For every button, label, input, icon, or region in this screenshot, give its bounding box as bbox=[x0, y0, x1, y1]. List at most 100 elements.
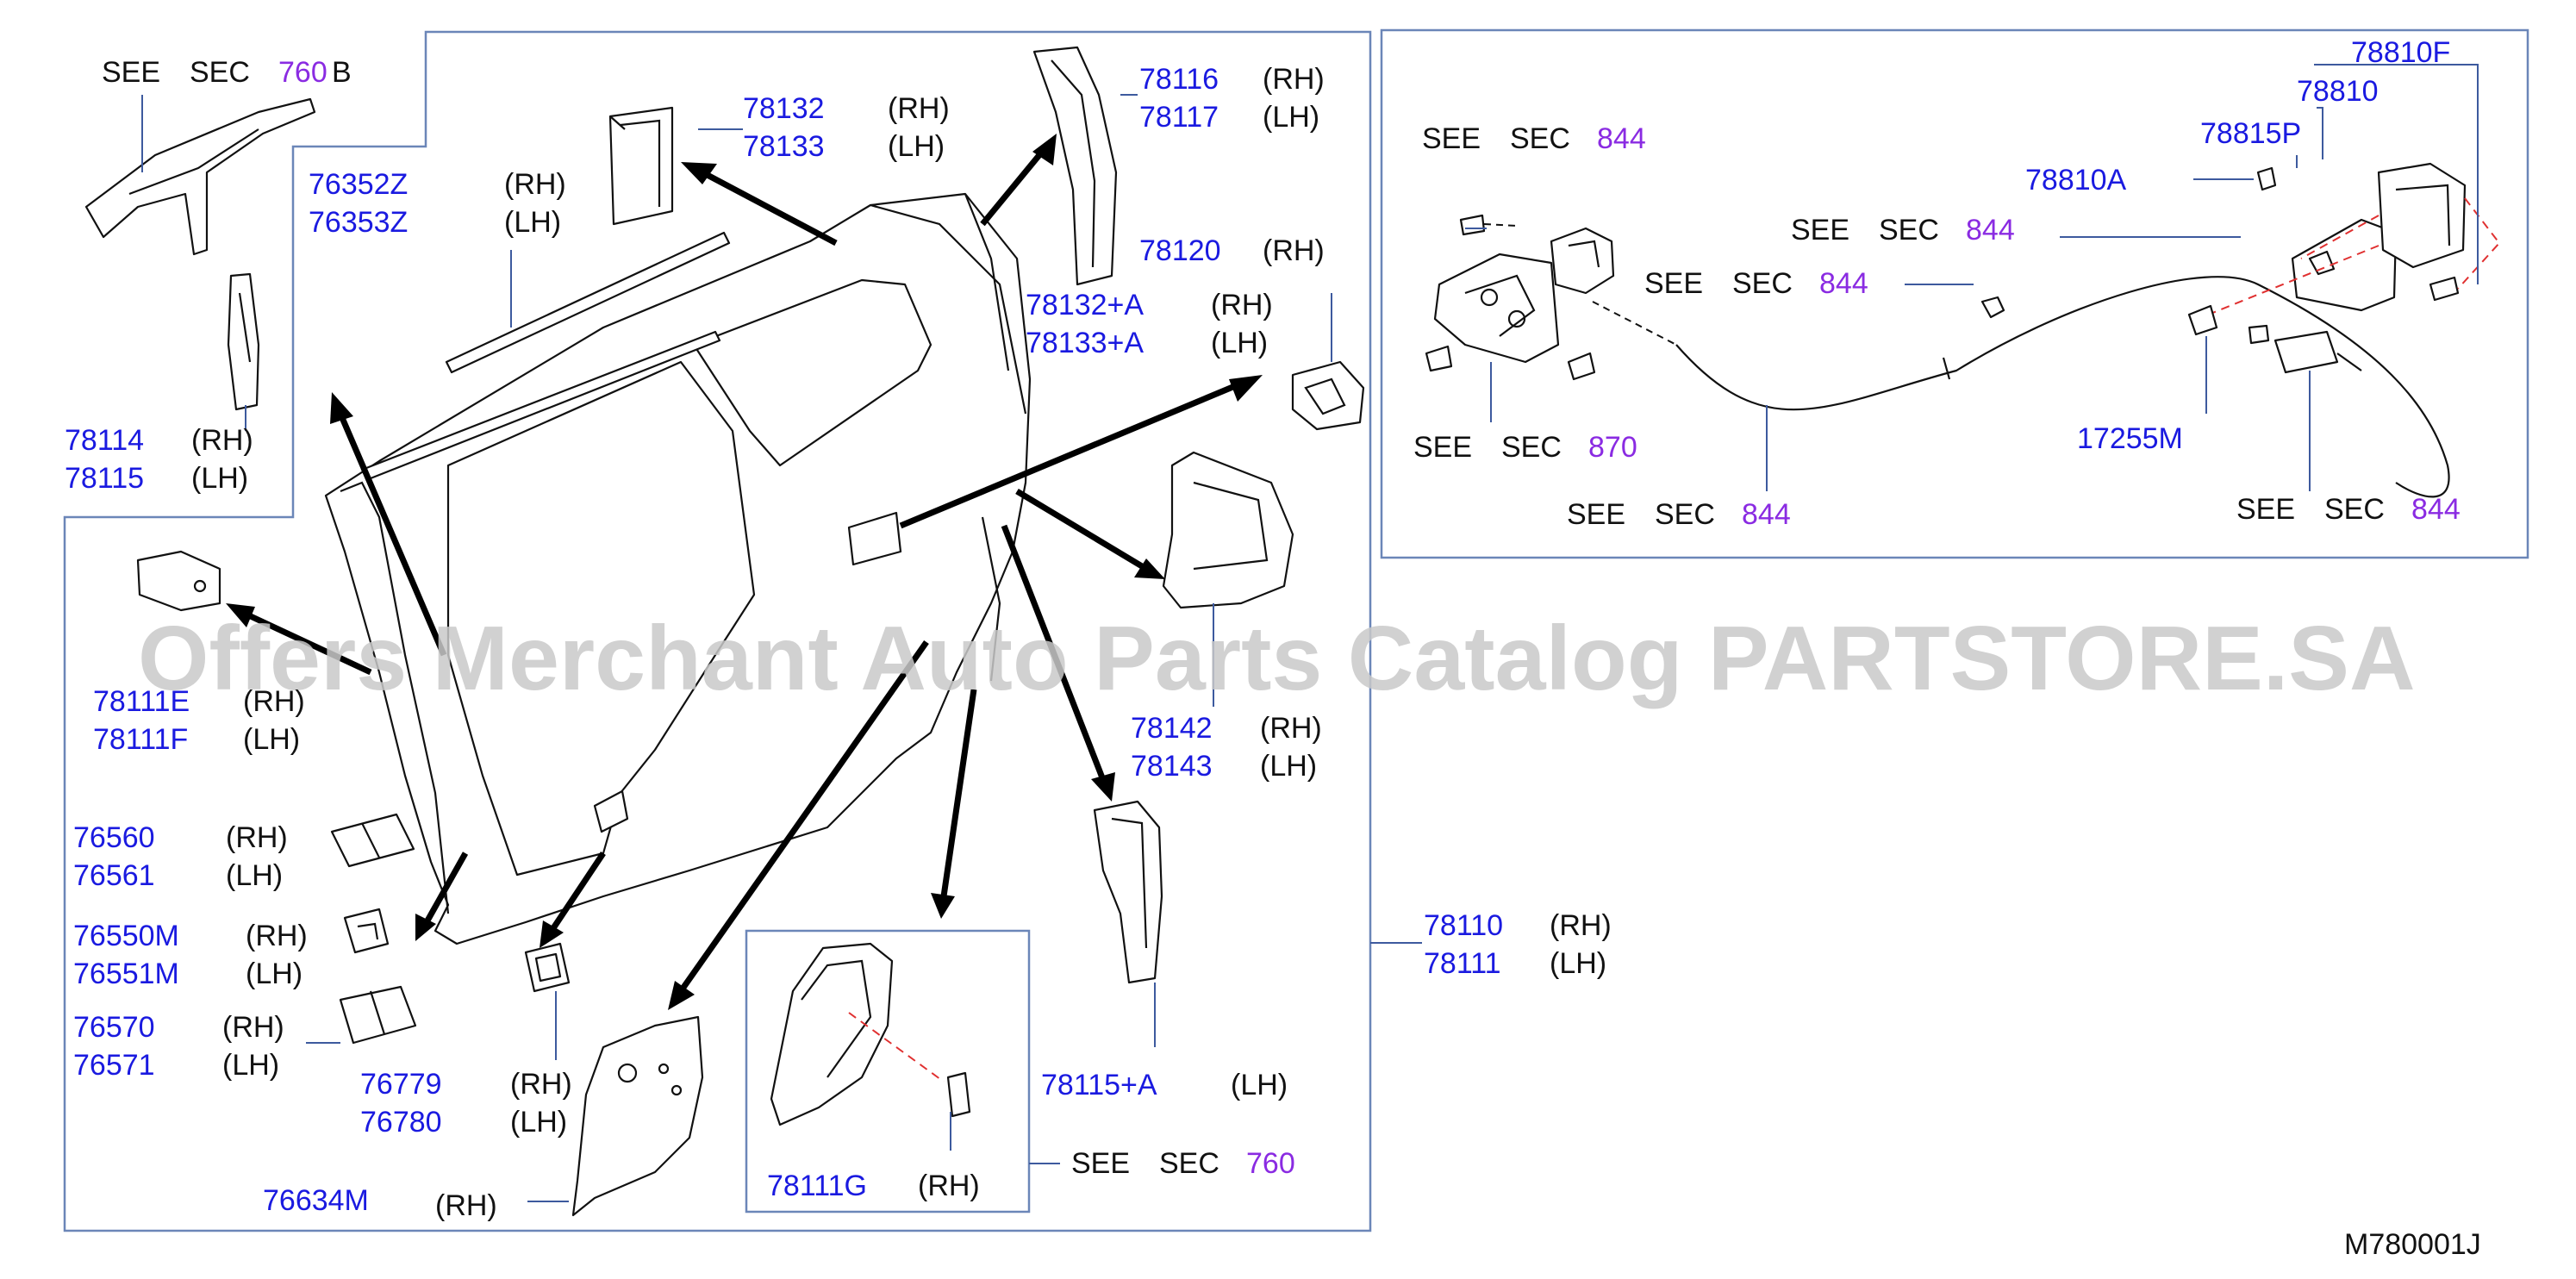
part-number-76353Z[interactable]: 76353Z bbox=[309, 206, 408, 239]
part-78132-reinforcement bbox=[608, 106, 674, 226]
part-78114-trim bbox=[227, 272, 260, 411]
side-78111F: (LH) bbox=[243, 723, 300, 756]
section-ref-844a[interactable]: 844 bbox=[1597, 122, 1646, 155]
sec-label-844d: SEC bbox=[1655, 498, 1715, 531]
part-number-78810A[interactable]: 78810A bbox=[2025, 164, 2127, 197]
part-number-78111G[interactable]: 78111G bbox=[767, 1170, 867, 1202]
part-number-78120[interactable]: 78120 bbox=[1139, 234, 1221, 267]
see-label-870: SEE bbox=[1413, 431, 1472, 464]
side-76550M: (RH) bbox=[246, 920, 308, 952]
side-78116: (RH) bbox=[1263, 63, 1325, 96]
see-label-844e: SEE bbox=[2236, 493, 2295, 526]
part-top-left-sec760 bbox=[84, 97, 316, 256]
side-78111: (LH) bbox=[1550, 947, 1606, 980]
part-number-78111F[interactable]: 78111F bbox=[93, 723, 188, 756]
part-number-76352Z[interactable]: 76352Z bbox=[309, 168, 408, 201]
side-76634M: (RH) bbox=[435, 1189, 497, 1222]
sec-label-760: SEC bbox=[1159, 1147, 1219, 1180]
side-78117: (LH) bbox=[1263, 101, 1319, 134]
part-number-78115A[interactable]: 78115+A bbox=[1041, 1069, 1157, 1101]
main-frame bbox=[63, 30, 1372, 1232]
side-78120: (RH) bbox=[1263, 234, 1325, 267]
arrows bbox=[226, 134, 1263, 1010]
see-label: SEE bbox=[102, 56, 160, 89]
part-number-78116[interactable]: 78116 bbox=[1139, 63, 1219, 96]
sec-label: SEC bbox=[190, 56, 250, 89]
side-76551M: (LH) bbox=[246, 958, 303, 990]
watermark: Offers Merchant Auto Parts Catalog PARTS… bbox=[138, 608, 2416, 709]
section-ref-760[interactable]: 760 bbox=[1246, 1147, 1295, 1180]
part-number-78133[interactable]: 78133 bbox=[743, 130, 825, 163]
side-78133: (LH) bbox=[888, 130, 945, 163]
part-number-78132[interactable]: 78132 bbox=[743, 92, 825, 125]
sec-label-844c: SEC bbox=[1732, 267, 1793, 300]
fuel-lid-assembly bbox=[1425, 162, 2501, 498]
part-number-76779[interactable]: 76779 bbox=[360, 1068, 442, 1101]
section-ref-760b[interactable]: 760 bbox=[278, 56, 327, 89]
side-78132: (RH) bbox=[888, 92, 950, 125]
side-78132A: (RH) bbox=[1211, 289, 1273, 321]
part-number-78111E[interactable]: 78111E bbox=[93, 685, 190, 718]
side-78110: (RH) bbox=[1550, 909, 1612, 942]
leader-lines bbox=[141, 64, 2479, 1202]
roof-side-molding bbox=[445, 231, 731, 374]
see-label-844a: SEE bbox=[1422, 122, 1481, 155]
part-78142-wheelhouse bbox=[1162, 451, 1294, 609]
part-number-76571[interactable]: 76571 bbox=[73, 1049, 155, 1082]
part-number-78132A[interactable]: 78132+A bbox=[1026, 289, 1144, 321]
side-78111G: (RH) bbox=[918, 1170, 980, 1202]
side-78142: (RH) bbox=[1260, 712, 1322, 745]
part-number-78810F[interactable]: 78810F bbox=[2351, 36, 2450, 69]
side-76570: (RH) bbox=[222, 1011, 284, 1044]
part-number-78114[interactable]: 78114 bbox=[65, 424, 144, 457]
part-number-17255M[interactable]: 17255M bbox=[2077, 422, 2183, 455]
part-number-76550M[interactable]: 76550M bbox=[73, 920, 179, 952]
part-number-78115[interactable]: 78115 bbox=[65, 462, 144, 495]
part-number-78142[interactable]: 78142 bbox=[1131, 712, 1213, 745]
part-78115A-pillar-inner bbox=[1093, 800, 1163, 984]
side-76560: (RH) bbox=[226, 821, 288, 854]
part-78111G-detail bbox=[770, 942, 971, 1126]
see-label-844d: SEE bbox=[1567, 498, 1625, 531]
side-76353Z: (LH) bbox=[504, 206, 561, 239]
side-78115: (LH) bbox=[191, 462, 248, 495]
part-number-76780[interactable]: 76780 bbox=[360, 1106, 442, 1139]
sec-label-870: SEC bbox=[1501, 431, 1562, 464]
part-76560-bracket bbox=[330, 813, 415, 868]
see-label-760: SEE bbox=[1071, 1147, 1130, 1180]
part-number-78143[interactable]: 78143 bbox=[1131, 750, 1213, 783]
part-76550M-clip bbox=[343, 908, 390, 954]
side-78111E: (RH) bbox=[243, 685, 305, 718]
part-number-76634M[interactable]: 76634M bbox=[263, 1184, 369, 1217]
part-number-78810[interactable]: 78810 bbox=[2297, 75, 2379, 108]
side-76571: (LH) bbox=[222, 1049, 279, 1082]
body-side-outer-panel bbox=[324, 192, 1032, 945]
section-ref-844b[interactable]: 844 bbox=[1966, 214, 2015, 246]
part-number-76560[interactable]: 76560 bbox=[73, 821, 155, 854]
part-number-78815P[interactable]: 78815P bbox=[2200, 117, 2301, 150]
inner-detail-frame bbox=[745, 929, 1031, 1213]
section-ref-844e[interactable]: 844 bbox=[2411, 493, 2461, 526]
sec-label-844e: SEC bbox=[2324, 493, 2385, 526]
part-number-76561[interactable]: 76561 bbox=[73, 859, 155, 892]
section-ref-760b-suffix: B bbox=[332, 56, 352, 89]
section-ref-844d[interactable]: 844 bbox=[1742, 498, 1791, 531]
side-76780: (LH) bbox=[510, 1106, 567, 1139]
sec-label-844b: SEC bbox=[1879, 214, 1939, 246]
part-number-78117[interactable]: 78117 bbox=[1139, 101, 1219, 134]
part-number-78111[interactable]: 78111 bbox=[1424, 947, 1501, 980]
part-number-76570[interactable]: 76570 bbox=[73, 1011, 155, 1044]
part-78116-pillar bbox=[1032, 46, 1118, 286]
fuel-lid-frame bbox=[1380, 28, 2529, 559]
part-number-78133A[interactable]: 78133+A bbox=[1026, 327, 1144, 359]
side-76352Z: (RH) bbox=[504, 168, 566, 201]
side-78114: (RH) bbox=[191, 424, 253, 457]
section-ref-870[interactable]: 870 bbox=[1588, 431, 1637, 464]
part-number-78110[interactable]: 78110 bbox=[1424, 909, 1503, 942]
sec-label-844a: SEC bbox=[1510, 122, 1570, 155]
section-ref-844c[interactable]: 844 bbox=[1819, 267, 1868, 300]
side-76561: (LH) bbox=[226, 859, 283, 892]
part-number-76551M[interactable]: 76551M bbox=[73, 958, 179, 990]
side-78143: (LH) bbox=[1260, 750, 1317, 783]
